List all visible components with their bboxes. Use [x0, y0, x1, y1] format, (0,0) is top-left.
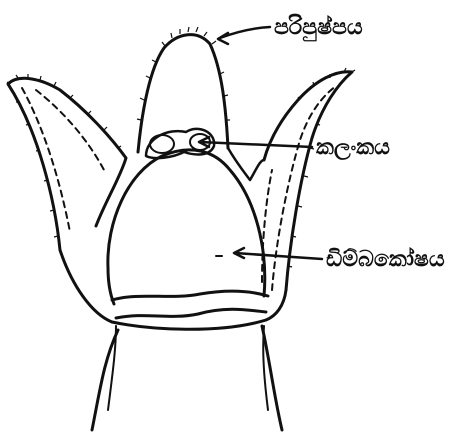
ovary-label: ඩිම්බකෝෂය — [326, 246, 445, 272]
stigma-pointer-line — [200, 142, 312, 147]
left-lobe-dash-outer — [22, 88, 70, 232]
pedicel — [92, 320, 282, 430]
perianth-pointer-arrowhead — [218, 33, 228, 44]
junction-band-bottom — [116, 309, 266, 318]
pedicel-left-edge — [108, 326, 116, 410]
ovary-pointer-line — [235, 253, 322, 259]
stigma-left-lobe — [150, 135, 174, 153]
central-perianth-lobe — [138, 35, 228, 152]
perianth-label: පරිපුෂ්පය — [274, 13, 363, 42]
junction-band-top — [112, 291, 268, 300]
left-lobe-dash-inner — [36, 90, 104, 170]
stigma-label: කලංකය — [316, 135, 390, 161]
ovary-body — [108, 150, 265, 304]
left-perianth-lobe — [8, 78, 126, 250]
